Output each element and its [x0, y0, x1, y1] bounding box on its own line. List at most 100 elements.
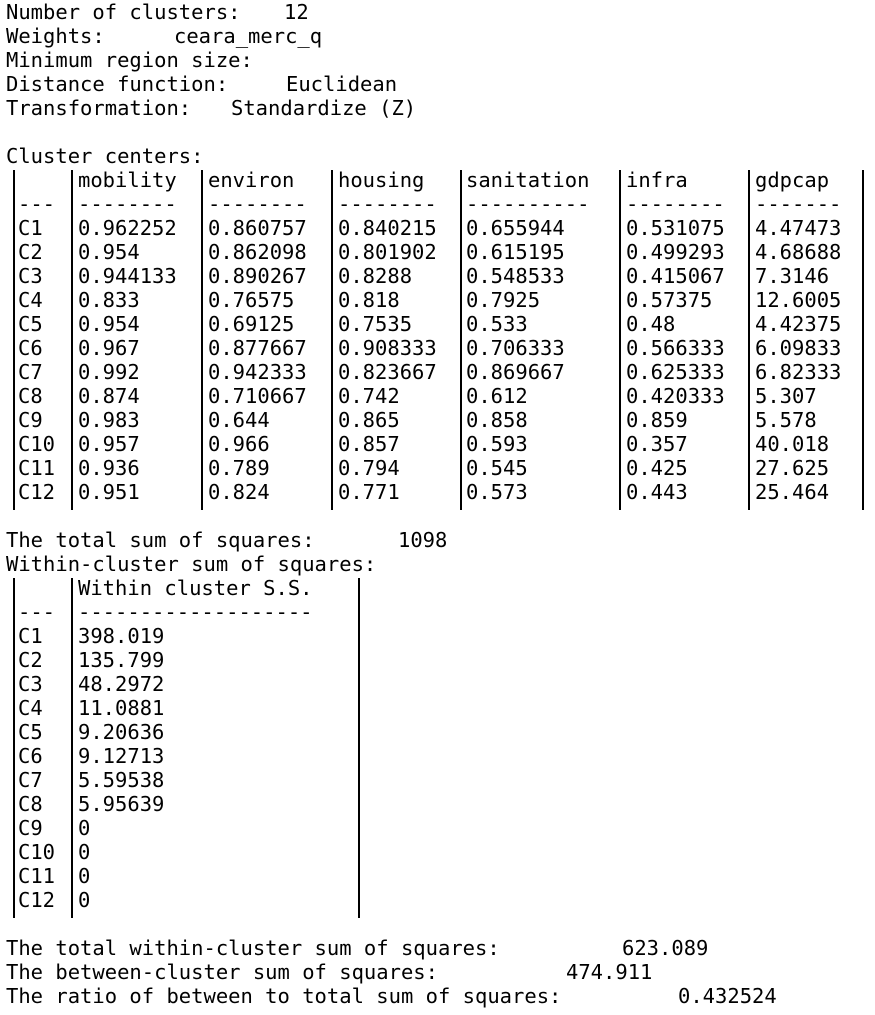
table-cell: 0.706333	[466, 336, 565, 360]
info-number-of-clusters: Number of clusters:12	[6, 0, 309, 24]
table-cell: 0.857	[338, 432, 400, 456]
cluster-id: C7	[18, 360, 43, 384]
column-header: Within cluster S.S.	[78, 576, 313, 600]
cluster-id: C3	[18, 672, 43, 696]
cluster-id: C11	[18, 864, 56, 888]
table-column-rule	[748, 170, 750, 510]
column-header: mobility	[78, 168, 177, 192]
table-cell: 9.20636	[78, 720, 165, 744]
cluster-id: C7	[18, 768, 43, 792]
info-distance-function: Distance function:Euclidean	[6, 72, 398, 96]
table-cell: 5.59538	[78, 768, 165, 792]
cluster-id: C2	[18, 240, 43, 264]
table-cell: 0.951	[78, 480, 140, 504]
table-cell: 0.531075	[626, 216, 725, 240]
table-column-rule	[71, 578, 73, 918]
table-cell: 0.908333	[338, 336, 437, 360]
table-cell: 0.655944	[466, 216, 565, 240]
total-within-cluster-ss: The total within-cluster sum of squares:…	[6, 936, 709, 960]
table-cell: 12.6005	[755, 288, 842, 312]
table-cell: 0.954	[78, 240, 140, 264]
table-column-rule	[862, 170, 864, 510]
table-cell: 0.573	[466, 480, 528, 504]
table-cell: 0	[78, 864, 91, 888]
cluster-id: C9	[18, 408, 43, 432]
column-header: sanitation	[466, 168, 590, 192]
table-cell: 0.944133	[78, 264, 177, 288]
table-cell: 0.625333	[626, 360, 725, 384]
table-cell: 11.0881	[78, 696, 165, 720]
table-cell: 0.8288	[338, 264, 413, 288]
table-cell: 25.464	[755, 480, 830, 504]
header-separator: ---	[18, 192, 56, 216]
table-cell: 0.962252	[78, 216, 177, 240]
table-cell: 0.942333	[208, 360, 307, 384]
table-cell: 0.644	[208, 408, 270, 432]
table-column-rule	[460, 170, 462, 510]
table-cell: 0.957	[78, 432, 140, 456]
table-cell: 0.420333	[626, 384, 725, 408]
table-cell: 0.499293	[626, 240, 725, 264]
cluster-id: C8	[18, 384, 43, 408]
table-cell: 6.09833	[755, 336, 842, 360]
table-column-rule	[201, 170, 203, 510]
table-cell: 0.801902	[338, 240, 437, 264]
table-cell: 0.983	[78, 408, 140, 432]
table-cell: 5.578	[755, 408, 817, 432]
table-cell: 0.357	[626, 432, 688, 456]
cluster-id: C12	[18, 480, 56, 504]
table-cell: 0.794	[338, 456, 400, 480]
cluster-id: C8	[18, 792, 43, 816]
table-cell: 27.625	[755, 456, 830, 480]
cluster-id: C4	[18, 288, 43, 312]
column-header: gdpcap	[755, 168, 830, 192]
table-cell: 0.48	[626, 312, 676, 336]
table-cell: 0.877667	[208, 336, 307, 360]
table-cell: 40.018	[755, 432, 830, 456]
table-cell: 5.307	[755, 384, 817, 408]
header-separator: ----------	[466, 192, 590, 216]
table-cell: 0.7535	[338, 312, 413, 336]
column-header: infra	[626, 168, 688, 192]
table-cell: 0.612	[466, 384, 528, 408]
cluster-centers-title: Cluster centers:	[6, 144, 204, 168]
table-cell: 0.862098	[208, 240, 307, 264]
table-cell: 0	[78, 840, 91, 864]
table-cell: 0.823667	[338, 360, 437, 384]
table-cell: 48.2972	[78, 672, 165, 696]
table-cell: 0.7925	[466, 288, 541, 312]
table-cell: 0.874	[78, 384, 140, 408]
table-cell: 0.69125	[208, 312, 295, 336]
cluster-id: C4	[18, 696, 43, 720]
table-cell: 0.771	[338, 480, 400, 504]
table-column-rule	[13, 170, 15, 510]
table-cell: 4.47473	[755, 216, 842, 240]
cluster-id: C5	[18, 720, 43, 744]
table-cell: 0.824	[208, 480, 270, 504]
info-weights: Weights:ceara_merc_q	[6, 24, 323, 48]
cluster-id: C10	[18, 840, 56, 864]
table-cell: 0.954	[78, 312, 140, 336]
table-column-rule	[13, 578, 15, 918]
table-cell: 0.966	[208, 432, 270, 456]
cluster-id: C5	[18, 312, 43, 336]
header-separator: -------------------	[78, 600, 313, 624]
table-cell: 4.68688	[755, 240, 842, 264]
table-cell: 0.967	[78, 336, 140, 360]
table-cell: 0.840215	[338, 216, 437, 240]
table-cell: 0.858	[466, 408, 528, 432]
table-column-rule	[358, 578, 360, 918]
table-column-rule	[71, 170, 73, 510]
table-cell: 0.566333	[626, 336, 725, 360]
table-cell: 0.710667	[208, 384, 307, 408]
table-cell: 0.533	[466, 312, 528, 336]
table-cell: 6.82333	[755, 360, 842, 384]
column-header: housing	[338, 168, 425, 192]
table-cell: 0.992	[78, 360, 140, 384]
cluster-id: C12	[18, 888, 56, 912]
table-cell: 0.859	[626, 408, 688, 432]
table-cell: 0.860757	[208, 216, 307, 240]
header-separator: ---	[18, 600, 56, 624]
cluster-id: C3	[18, 264, 43, 288]
header-separator: --------	[208, 192, 307, 216]
